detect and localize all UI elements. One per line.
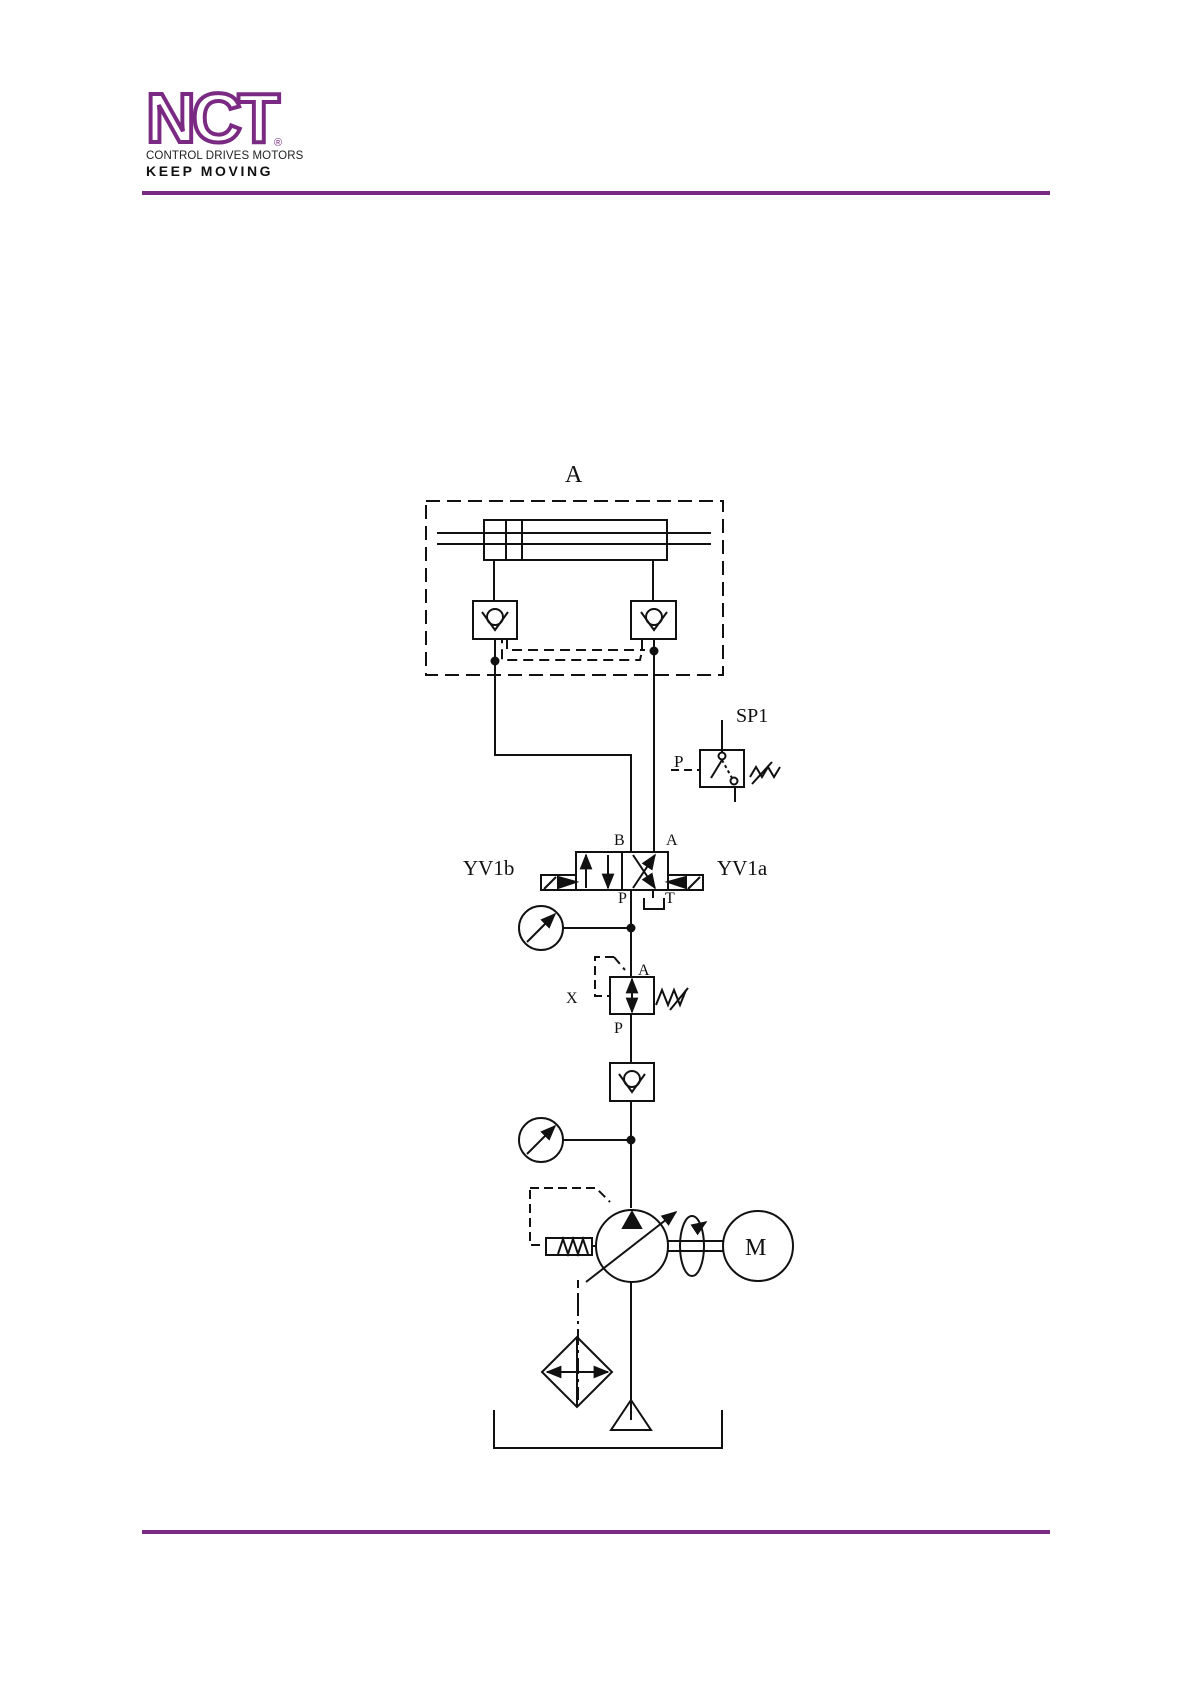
label-reducer-port-x: X — [566, 990, 578, 1007]
check-valve — [610, 1063, 654, 1140]
label-solenoid-b: YV1b — [463, 856, 514, 880]
label-valve-port-p: P — [618, 890, 627, 907]
junction-dot — [492, 658, 499, 665]
pilot-check-valve-left — [473, 601, 645, 661]
label-pressure-switch: SP1 — [736, 705, 768, 727]
actuator-group-frame — [426, 501, 723, 675]
solenoid-right — [668, 875, 703, 890]
label-valve-port-t: T — [665, 890, 675, 907]
label-reducer-port-p: P — [614, 1020, 623, 1037]
pressure-gauge-lower — [519, 1118, 631, 1162]
filter-cooler — [542, 1337, 612, 1407]
working-lines — [495, 651, 654, 852]
solenoid-left — [541, 875, 576, 890]
drive-shaft — [668, 1216, 723, 1276]
label-pressure-switch-port: P — [674, 752, 683, 771]
reservoir-tank — [494, 1410, 722, 1448]
pressure-switch — [671, 720, 780, 802]
junction-dot — [651, 648, 658, 655]
double-rod-cylinder — [437, 520, 711, 601]
variable-displacement-pump — [530, 1188, 676, 1420]
label-valve-port-a: A — [666, 832, 678, 849]
label-valve-port-b: B — [614, 832, 625, 849]
label-solenoid-a: YV1a — [717, 856, 768, 880]
label-reducer-port-a: A — [638, 962, 650, 979]
label-actuator-group: A — [565, 462, 583, 488]
label-motor: M — [745, 1235, 766, 1261]
pressure-gauge-upper — [519, 906, 631, 950]
